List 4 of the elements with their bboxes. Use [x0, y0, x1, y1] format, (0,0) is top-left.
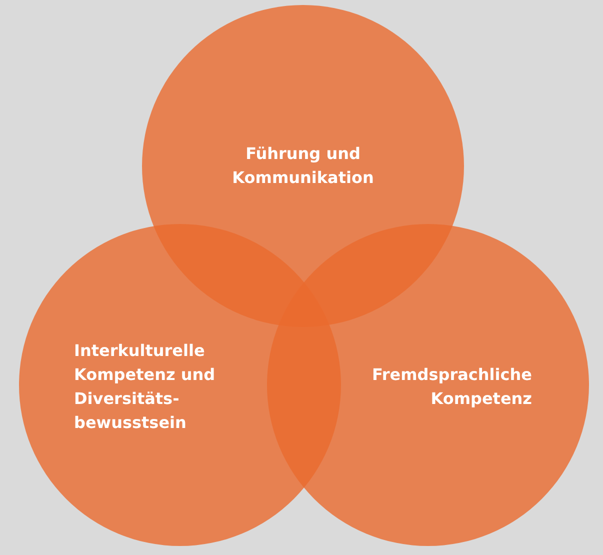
venn-circle [266, 223, 590, 547]
circle-label: Fremdsprachliche Kompetenz [370, 364, 532, 410]
circle-label: Interkulturelle Kompetenz und Diversitäts- bewusstsein [74, 340, 216, 434]
circle-label: Führung und Kommunikation [231, 143, 375, 189]
